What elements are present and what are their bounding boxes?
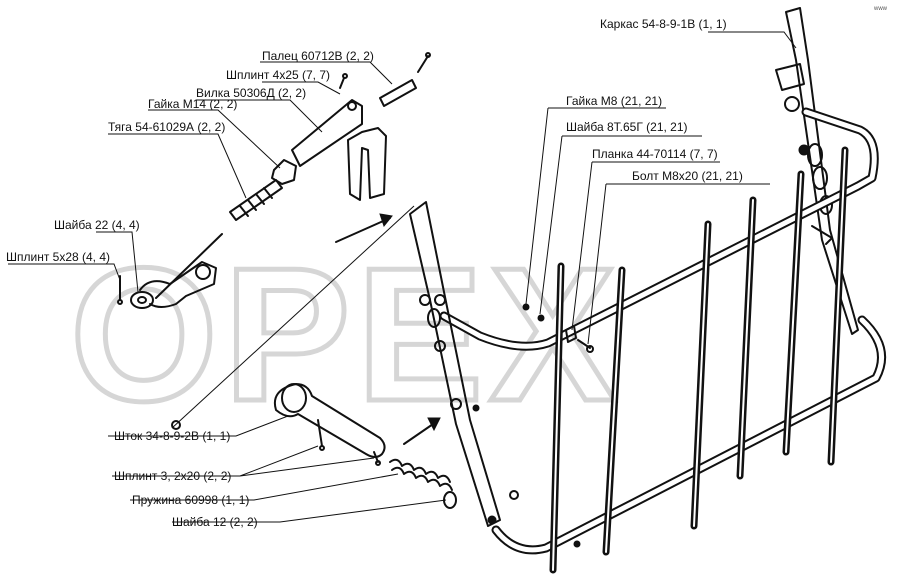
- label-gaika-m8: Гайка М8 (21, 21): [566, 94, 662, 108]
- u-bracket: [347, 127, 387, 201]
- upright-slot-2: [812, 166, 828, 190]
- label-shplint-3x20: Шплинт 3, 2х20 (2, 2): [114, 469, 231, 483]
- leader-lines: [8, 31, 797, 523]
- label-pruzhina: Пружина 60998 (1, 1): [132, 493, 249, 507]
- label-vilka: Вилка 50306Д (2, 2): [196, 86, 306, 100]
- pin-60712: [379, 79, 417, 107]
- assembly-arrow-bottom: [403, 421, 437, 445]
- right-bracket: [775, 63, 805, 91]
- washer-22: [130, 291, 154, 309]
- nut-m8: [522, 303, 530, 311]
- label-shplint-4x25: Шплинт 4х25 (7, 7): [226, 68, 330, 82]
- label-shaiba-8t: Шайба 8Т.65Г (21, 21): [566, 120, 688, 134]
- slats: [549, 146, 849, 574]
- watermark-text: ОРЕХ: [70, 229, 622, 441]
- corner-mark: www: [873, 6, 888, 12]
- label-tyaga: Тяга 54-61029А (2, 2): [108, 120, 225, 134]
- washer-8t: [537, 314, 545, 322]
- eye-clamp: [139, 261, 217, 308]
- label-shaiba-12: Шайба 12 (2, 2): [172, 515, 258, 529]
- label-palec: Палец 60712В (2, 2): [262, 49, 374, 63]
- fork-50306: [291, 99, 363, 167]
- label-shaiba-22: Шайба 22 (4, 4): [54, 218, 140, 232]
- label-planka: Планка 44-70114 (7, 7): [592, 147, 718, 161]
- rod-54-61029: [229, 179, 283, 221]
- label-bolt: Болт М8х20 (21, 21): [632, 169, 743, 183]
- plate-44: [565, 325, 577, 343]
- right-pivot-hole: [784, 96, 800, 112]
- label-shplint-5x28: Шплинт 5х28 (4, 4): [6, 250, 110, 264]
- assembly-arrow-top: [335, 217, 391, 243]
- label-shtok: Шток 34-8-9-2В (1, 1): [114, 429, 230, 443]
- linkage-parts: [117, 52, 457, 509]
- rod-34-8-9: [171, 205, 415, 429]
- spring-60998: [389, 458, 451, 483]
- cotter-3x20: [317, 419, 323, 447]
- upright-slot-1: [807, 143, 823, 167]
- left-arm-slot: [427, 308, 441, 328]
- label-gaika-m14: Гайка М14 (2, 2): [148, 97, 237, 111]
- nut-m14: [271, 159, 297, 185]
- right-upright: [785, 7, 859, 335]
- callout-labels: Каркас 54-8-9-1В (1, 1) Палец 60712В (2,…: [6, 17, 743, 529]
- frame-assembly: [409, 7, 887, 574]
- label-karkas: Каркас 54-8-9-1В (1, 1): [600, 17, 727, 31]
